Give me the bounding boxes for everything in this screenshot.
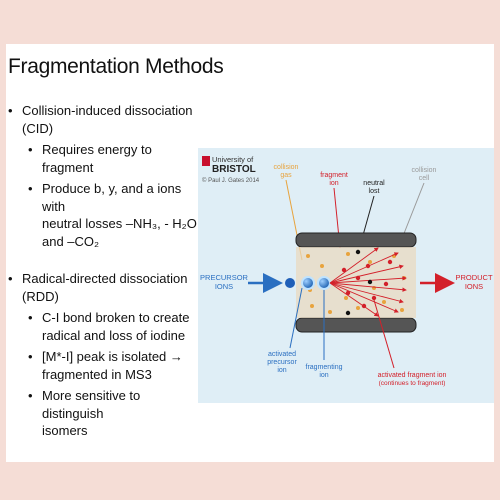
cid-heading-line1: Collision-induced dissociation — [22, 103, 193, 118]
label-collision-cell-2: cell — [419, 175, 430, 182]
label-collision-gas-2: gas — [280, 172, 292, 179]
cid-heading-line2: (CID) — [22, 120, 54, 136]
rdd-sub3-line1: More sensitive to distinguish — [42, 388, 141, 421]
bullet-cid: Collision-induced dissociation (CID) — [8, 102, 203, 137]
neutral-fragments — [345, 249, 373, 316]
label-fragment-ion-1: fragment — [320, 172, 348, 179]
bullet-rdd-sensitive: More sensitive to distinguish isomers — [28, 387, 203, 440]
label-precursor-2: IONS — [215, 282, 233, 291]
label-collision-cell-1: collision — [412, 167, 437, 174]
logo-crest-icon — [202, 156, 210, 166]
label-activated-precursor-1: activated — [268, 351, 296, 358]
label-activated-fragment-2: (continues to fragment) — [379, 380, 446, 387]
bullet-rdd: Radical-directed dissociation (RDD) — [8, 270, 203, 305]
label-activated-fragment-1: activated fragment ion — [378, 372, 447, 379]
collision-cell-diagram: University of BRISTOL © Paul J. Gates 20… — [198, 148, 494, 403]
bullet-list: Collision-induced dissociation (CID) Req… — [8, 102, 203, 440]
label-fragment-ion-2: ion — [329, 180, 338, 187]
cid-sub1: Requires energy to fragment — [42, 142, 152, 175]
label-neutral-lost-2: lost — [369, 188, 380, 195]
rdd-sub1-line1: C-I bond broken to create — [42, 310, 190, 325]
precursor-ion — [285, 278, 295, 288]
pointer-activated-fragment — [373, 299, 395, 369]
rdd-sub2-line2: fragmented in MS3 — [42, 366, 152, 382]
label-precursor-1: PRECURSOR — [200, 273, 249, 282]
slide-title: Fragmentation Methods — [8, 55, 224, 78]
fragment-rays — [329, 247, 407, 317]
bullet-cid-ions: Produce b, y, and a ions with neutral lo… — [28, 180, 203, 250]
rdd-sub1-line2: radical and loss of iodine — [42, 327, 186, 343]
label-activated-precursor-3: ion — [277, 367, 286, 374]
cid-sub2-line3: and –CO₂ — [42, 233, 100, 249]
fragment-ions — [341, 259, 393, 309]
label-product-1: PRODUCT — [455, 273, 493, 282]
cell-interior — [296, 247, 416, 318]
copyright-text: © Paul J. Gates 2014 — [202, 177, 260, 184]
label-activated-precursor-2: precursor — [267, 359, 297, 366]
cell-rod-top — [295, 232, 417, 248]
rdd-heading-line1: Radical-directed dissociation — [22, 271, 188, 286]
activated-precursor-ion — [301, 276, 315, 290]
fragmenting-ion — [317, 276, 331, 290]
label-fragmenting-ion-2: ion — [319, 372, 328, 379]
label-collision-gas-1: collision — [274, 164, 299, 171]
rdd-heading-line2: (RDD) — [22, 288, 59, 304]
bullet-rdd-bond: C-I bond broken to create radical and lo… — [28, 309, 203, 344]
label-neutral-lost-1: neutral — [363, 180, 385, 187]
rdd-sub3-line2: isomers — [42, 423, 88, 438]
logo-line1: University of — [212, 155, 254, 164]
bullet-rdd-isolated: [M*-I] peak is isolated → fragmented in … — [28, 348, 203, 383]
university-logo: University of BRISTOL © Paul J. Gates 20… — [202, 155, 260, 184]
rdd-sub2-line1: [M*-I] peak is isolated → — [42, 349, 183, 364]
bullet-cid-energy: Requires energy to fragment — [28, 141, 203, 176]
cell-rod-bottom — [295, 317, 417, 333]
label-fragmenting-ion-1: fragmenting — [306, 364, 343, 371]
pointer-collision-cell — [402, 182, 425, 237]
collision-cell-figure: University of BRISTOL © Paul J. Gates 20… — [198, 148, 494, 403]
cid-sub2-line1: Produce b, y, and a ions with — [42, 181, 182, 214]
cid-sub2-line2: neutral losses –NH₃, - H₂O, — [42, 216, 201, 231]
logo-line2: BRISTOL — [212, 164, 256, 175]
pointer-activated-precursor — [289, 287, 303, 349]
label-product-2: IONS — [465, 282, 483, 291]
